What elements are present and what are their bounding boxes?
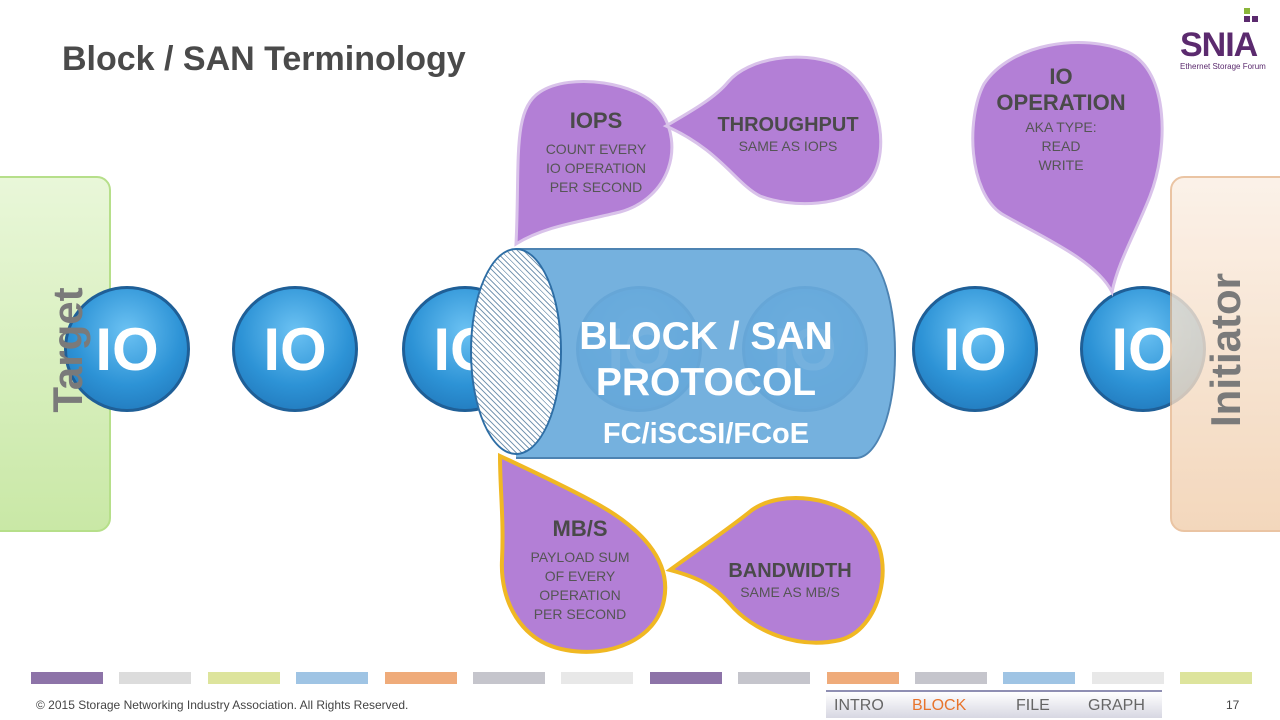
io-operation-bubble: IO OPERATION AKA TYPE: READ WRITE — [978, 64, 1144, 175]
mbs-text-3: OPERATION — [539, 587, 621, 603]
color-bar — [119, 672, 192, 684]
snia-logo: SNIA Ethernet Storage Forum — [1174, 4, 1274, 71]
copyright-footer: © 2015 Storage Networking Industry Assoc… — [36, 698, 409, 712]
throughput-bubble: THROUGHPUT SAME AS IOPS — [700, 114, 876, 156]
mbs-text-4: PER SECOND — [533, 606, 627, 622]
logo-subtitle: Ethernet Storage Forum — [1180, 62, 1266, 71]
color-bar — [1180, 672, 1253, 684]
io-label: IO — [1111, 315, 1175, 383]
nav-block[interactable]: BLOCK — [912, 697, 967, 714]
color-bar — [1003, 672, 1076, 684]
iops-bubble-shape — [514, 80, 674, 247]
io-operation-bubble-shape — [971, 41, 1164, 297]
io-operation-title-1: IO — [1049, 64, 1073, 89]
throughput-title: THROUGHPUT — [717, 114, 859, 136]
iops-bubble: IOPS COUNT EVERY IO OPERATION PER SECOND — [526, 108, 666, 197]
protocol-title: BLOCK / SAN PROTOCOL — [566, 314, 846, 406]
cylinder-end-cap — [470, 248, 562, 455]
io-operation-text-1: AKA TYPE: — [1025, 119, 1097, 135]
color-bar — [296, 672, 369, 684]
initiator-panel — [1170, 176, 1280, 532]
color-bar — [473, 672, 545, 684]
nav-intro[interactable]: INTRO — [834, 697, 884, 714]
protocol-cylinder — [516, 248, 896, 459]
io-operation-text-3: WRITE — [1038, 157, 1084, 173]
color-bar — [649, 672, 722, 684]
color-bar — [561, 672, 634, 684]
color-bar — [738, 672, 811, 684]
bandwidth-bubble: BANDWIDTH SAME AS MB/S — [706, 560, 874, 602]
io-label: IO — [263, 315, 327, 383]
io-circle-2: IO — [232, 286, 358, 412]
mbs-title: MB/S — [552, 516, 608, 541]
color-bar — [384, 672, 457, 684]
color-bar — [207, 672, 280, 684]
mbs-bubble: MB/S PAYLOAD SUM OF EVERY OPERATION PER … — [512, 516, 648, 624]
color-bar — [826, 672, 899, 684]
iops-text-3: PER SECOND — [549, 179, 643, 195]
bandwidth-text: SAME AS MB/S — [740, 584, 840, 600]
bandwidth-title: BANDWIDTH — [728, 560, 852, 582]
io-label: IO — [943, 315, 1007, 383]
throughput-text: SAME AS IOPS — [738, 138, 838, 154]
page-title: Block / SAN Terminology — [62, 40, 466, 78]
mbs-text-1: PAYLOAD SUM — [530, 549, 630, 565]
bandwidth-bubble-shape — [665, 496, 885, 645]
nav-graph[interactable]: GRAPH — [1088, 697, 1145, 714]
section-nav: INTRO BLOCK FILE GRAPH — [826, 690, 1162, 718]
mbs-bubble-shape — [497, 452, 668, 654]
io-label: IO — [95, 315, 159, 383]
throughput-bubble-shape — [662, 55, 883, 206]
page-number: 17 — [1226, 698, 1240, 712]
color-bar — [915, 672, 987, 684]
color-bar — [1091, 672, 1164, 684]
logo-squares-icon — [1244, 8, 1258, 22]
iops-text-2: IO OPERATION — [545, 160, 647, 176]
protocol-subtitle: FC/iSCSI/FCoE — [602, 418, 810, 450]
io-circle-6: IO — [912, 286, 1038, 412]
iops-title: IOPS — [569, 108, 623, 133]
io-circle-1: IO — [64, 286, 190, 412]
protocol-line-2: PROTOCOL — [595, 361, 817, 404]
io-operation-text-2: READ — [1041, 138, 1081, 154]
iops-text-1: COUNT EVERY — [545, 141, 647, 157]
nav-file[interactable]: FILE — [1016, 697, 1050, 714]
io-operation-title-2: OPERATION — [996, 90, 1126, 115]
mbs-text-2: OF EVERY — [544, 568, 616, 584]
protocol-line-1: BLOCK / SAN — [579, 315, 833, 358]
color-bar — [31, 672, 103, 684]
logo-text: SNIA — [1180, 26, 1258, 64]
